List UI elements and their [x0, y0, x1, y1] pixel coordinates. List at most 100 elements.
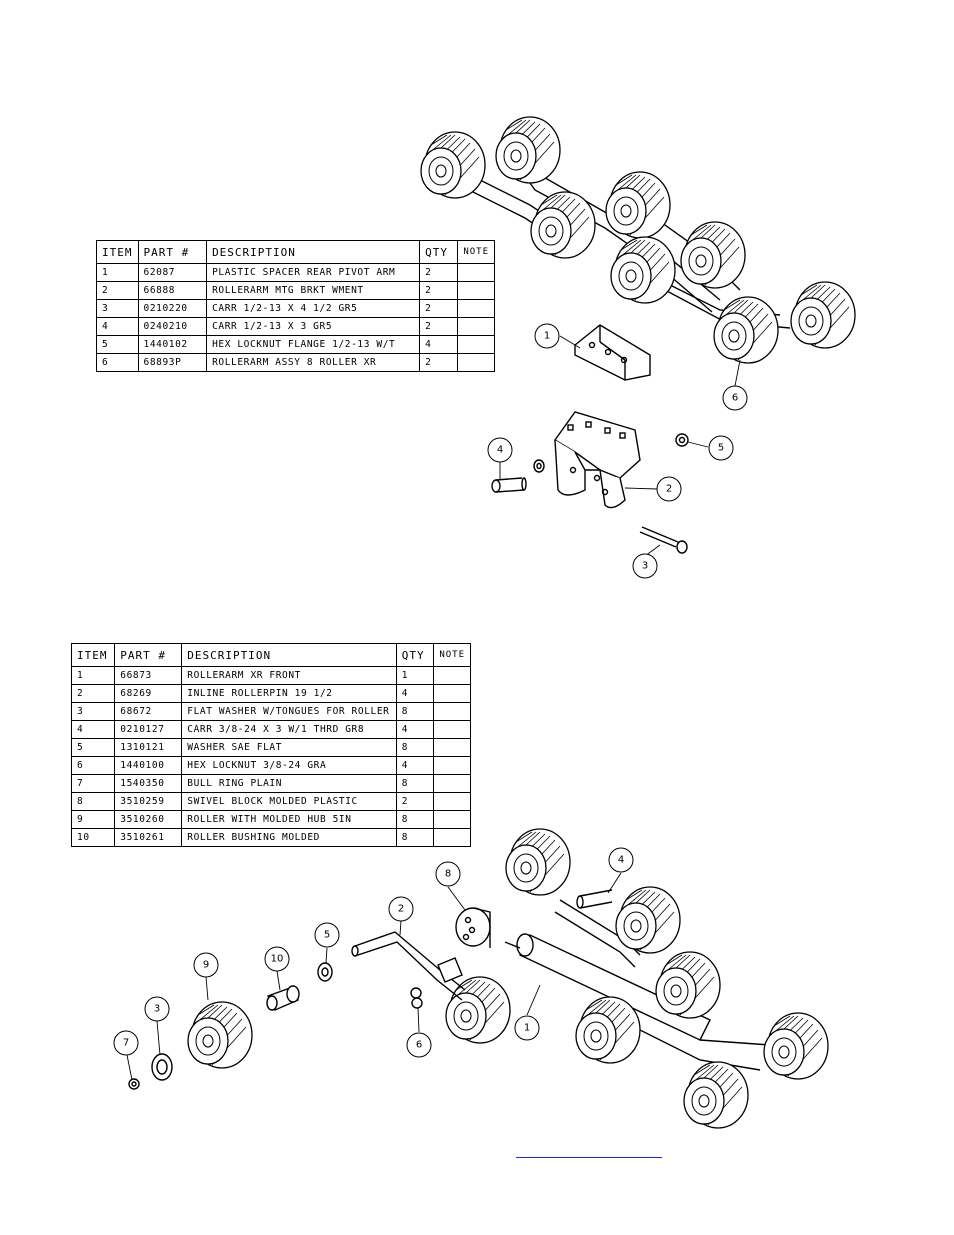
callout-7: 7 — [113, 1030, 139, 1056]
carriage-bolt-part — [576, 889, 613, 909]
cell-part: 68269 — [114, 684, 183, 703]
hyperlink-underline[interactable] — [516, 1157, 662, 1158]
svg-text:4: 4 — [618, 855, 624, 866]
cell-note — [433, 828, 471, 847]
roller — [610, 236, 676, 304]
cell-note — [457, 353, 495, 372]
hex-locknut — [533, 459, 545, 473]
roller — [713, 296, 779, 364]
svg-text:1: 1 — [544, 331, 550, 342]
col-qty: QTY — [395, 643, 435, 667]
callout-6: 6 — [722, 385, 748, 411]
roller — [615, 886, 681, 954]
svg-text:2: 2 — [666, 484, 672, 495]
roller-pin-part — [351, 931, 466, 1001]
roller — [790, 281, 856, 349]
svg-text:5: 5 — [324, 930, 330, 941]
rollerarm-tube-part — [504, 899, 801, 1071]
svg-text:3: 3 — [642, 561, 648, 572]
roller — [683, 1061, 749, 1129]
callout-4: 4 — [487, 437, 513, 463]
roller — [530, 191, 596, 259]
cell-item: 10 — [70, 828, 116, 847]
svg-text:7: 7 — [123, 1038, 129, 1049]
svg-text:2: 2 — [398, 904, 404, 915]
roller — [680, 221, 746, 289]
svg-text:4: 4 — [497, 445, 503, 456]
callout-2: 2 — [656, 476, 682, 502]
callout-8: 8 — [435, 861, 461, 887]
col-description: DESCRIPTION — [181, 643, 397, 667]
col-part: PART # — [114, 643, 183, 667]
roller-bushing-part — [266, 985, 300, 1011]
mounting-bracket-part — [553, 411, 641, 509]
cell-desc: ROLLER BUSHING MOLDED — [181, 828, 397, 847]
cell-part: 3510261 — [114, 828, 183, 847]
callout-10: 10 — [264, 946, 290, 972]
svg-text:1: 1 — [524, 1023, 530, 1034]
roller — [575, 996, 641, 1064]
cell-part: 68893P — [137, 353, 208, 372]
tongue-washer-part — [151, 1053, 173, 1081]
callout-9: 9 — [193, 952, 219, 978]
callouts-front: 1 2 3 4 5 6 7 8 9 10 — [113, 847, 634, 1058]
svg-text:6: 6 — [732, 393, 738, 404]
callout-2: 2 — [388, 896, 414, 922]
swivel-block-part — [455, 907, 491, 948]
roller — [420, 131, 486, 199]
roller — [763, 1012, 829, 1080]
callouts-rear: 1 2 3 4 5 6 — [487, 323, 748, 579]
plastic-spacer-part — [574, 324, 651, 381]
roller — [445, 976, 511, 1044]
hex-locknut-part — [410, 987, 423, 1009]
roller-part — [187, 1001, 253, 1069]
svg-text:5: 5 — [718, 443, 724, 454]
callout-5: 5 — [708, 435, 734, 461]
callout-4: 4 — [608, 847, 634, 873]
cell-qty: 2 — [419, 353, 459, 372]
front-rollerarm-assembly — [126, 828, 829, 1129]
col-item: ITEM — [70, 643, 116, 667]
cell-item: 8 — [70, 792, 116, 811]
cell-qty: 2 — [419, 317, 459, 336]
col-item: ITEM — [96, 240, 139, 264]
flange-locknut — [675, 433, 689, 447]
roller — [605, 171, 671, 239]
col-part: PART # — [137, 240, 208, 264]
flat-washer-part — [317, 962, 333, 982]
svg-text:10: 10 — [271, 954, 284, 965]
carriage-bolt-long — [639, 526, 688, 554]
callout-1: 1 — [534, 323, 560, 349]
roller — [495, 116, 561, 184]
col-qty: QTY — [419, 240, 459, 264]
roller — [655, 951, 721, 1019]
callout-3: 3 — [632, 553, 658, 579]
svg-text:8: 8 — [445, 869, 451, 880]
carriage-bolt-short — [491, 477, 527, 493]
svg-text:3: 3 — [154, 1004, 160, 1015]
callout-1: 1 — [514, 1015, 540, 1041]
rear-rollerarm-assembly — [420, 116, 856, 557]
roller — [505, 828, 571, 896]
svg-text:6: 6 — [416, 1040, 422, 1051]
table-header-row: ITEM PART # DESCRIPTION QTY NOTE — [70, 643, 471, 667]
svg-text:9: 9 — [203, 960, 209, 971]
bull-ring-part — [128, 1078, 140, 1090]
callout-6: 6 — [406, 1032, 432, 1058]
